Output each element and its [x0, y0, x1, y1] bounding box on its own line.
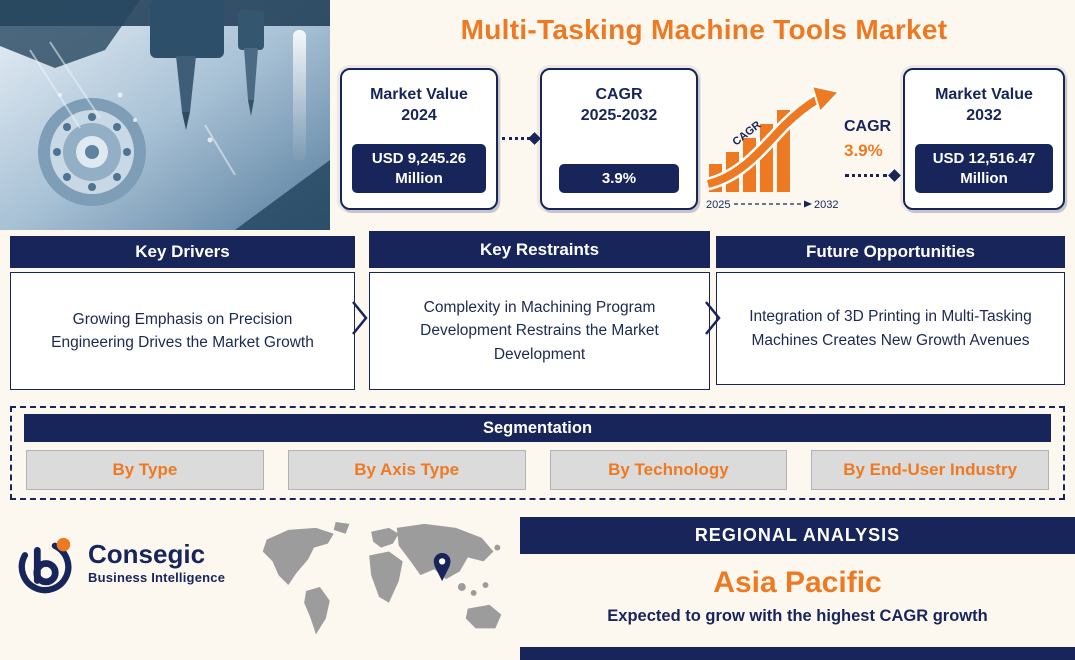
logo-text: Consegic Business Intelligence [88, 538, 226, 586]
market-value-2032-label: Market Value 2032 [935, 85, 1033, 127]
company-logo: Consegic Business Intelligence [16, 532, 225, 594]
market-value-2024-badge: USD 9,245.26 Million [352, 144, 486, 193]
chart-start-year: 2025 [706, 199, 730, 211]
chart-cagr-value: 3.9% [844, 141, 883, 160]
cagr-label-text: CAGR [595, 86, 643, 103]
machine-photo [0, 0, 330, 230]
page-title: Multi-Tasking Machine Tools Market [460, 14, 948, 45]
market-value-2032-card: Market Value 2032 USD 12,516.47 Million [903, 68, 1065, 210]
future-opportunities-header: Future Opportunities [716, 236, 1065, 268]
segment-by-technology: By Technology [549, 450, 788, 490]
diamond-marker [528, 132, 541, 145]
segment-by-type: By Type [26, 450, 264, 490]
chevron-right-icon [705, 301, 721, 335]
cagr-period: 2025-2032 [580, 106, 658, 124]
world-map [262, 521, 502, 635]
market-value-2024-year: 2024 [401, 106, 437, 124]
future-opportunities-body: Integration of 3D Printing in Multi-Task… [716, 272, 1065, 385]
continents [262, 521, 502, 635]
regional-analysis-header: REGIONAL ANALYSIS [520, 517, 1075, 554]
market-value-2024-card: Market Value 2024 USD 9,245.26 Million [340, 68, 498, 210]
bottom-navy-strip [520, 647, 1075, 660]
cagr-card: CAGR 2025-2032 3.9% [540, 68, 698, 210]
year-axis-arrowhead-icon [804, 200, 812, 208]
regional-region-name: Asia Pacific [713, 566, 882, 599]
dotted-connector [502, 137, 530, 140]
key-restraints-body: Complexity in Machining Program Developm… [369, 272, 710, 390]
growth-chart-graphic: CAGR 2025 2032 [706, 84, 841, 211]
key-drivers-body: Growing Emphasis on Precision Engineerin… [10, 272, 355, 390]
logo-tagline: Business Intelligence [88, 570, 226, 586]
location-pin-icon [433, 552, 451, 582]
dotted-connector [845, 174, 887, 177]
market-value-2032-badge: USD 12,516.47 Million [915, 144, 1053, 193]
chart-cagr-caption: CAGR [844, 118, 892, 135]
consegic-logo-icon [18, 537, 72, 594]
segmentation-section: Segmentation By Type By Axis Type By Tec… [10, 406, 1065, 500]
cagr-badge: 3.9% [559, 163, 679, 193]
growth-arrow-icon [706, 95, 821, 188]
key-drivers-header: Key Drivers [10, 236, 355, 268]
segmentation-items: By Type By Axis Type By Technology By En… [26, 450, 1049, 490]
cnc-machine-illustration [0, 0, 330, 230]
chart-end-year: 2032 [814, 199, 838, 211]
regional-analysis-panel: REGIONAL ANALYSIS Asia Pacific Expected … [520, 517, 1075, 660]
growth-arrowhead-icon [810, 84, 841, 114]
market-value-2032-label-text: Market Value [935, 86, 1033, 103]
segment-by-axis-type: By Axis Type [287, 450, 526, 490]
market-value-2024-label: Market Value 2024 [370, 85, 468, 127]
market-value-2024-label-text: Market Value [370, 86, 468, 103]
market-value-2032-year: 2032 [966, 106, 1002, 124]
segmentation-title: Segmentation [24, 414, 1051, 442]
chevron-right-icon [352, 301, 368, 335]
regional-subtitle: Expected to grow with the highest CAGR g… [607, 607, 988, 625]
key-restraints-header: Key Restraints [369, 231, 710, 268]
diamond-marker [888, 169, 901, 182]
cagr-label: CAGR 2025-2032 [581, 85, 658, 127]
segment-by-end-user-industry: By End-User Industry [811, 450, 1049, 490]
logo-company-name: Consegic [88, 538, 206, 569]
